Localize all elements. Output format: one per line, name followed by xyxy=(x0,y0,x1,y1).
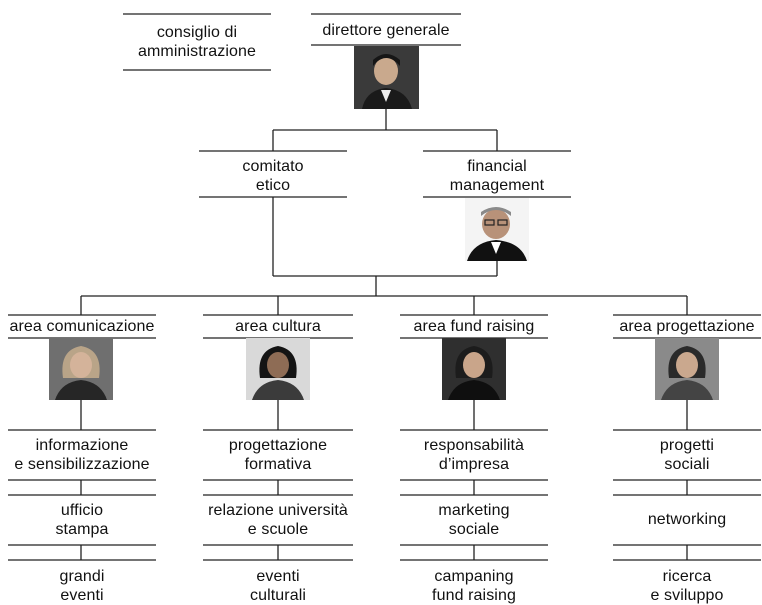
area-photo xyxy=(442,338,506,400)
unit-label-line1: campaning xyxy=(434,568,514,585)
unit-label: relazione università e scuole xyxy=(203,501,353,539)
unit-label-line1: ufficio xyxy=(60,502,104,519)
unit-label-line2: sociali xyxy=(664,456,710,473)
board-label-line2: amministrazione xyxy=(138,43,256,60)
unit-label-line1: informazione xyxy=(35,437,129,454)
unit-label-line2: culturali xyxy=(249,587,307,604)
unit-label-line1: responsabilità xyxy=(423,437,525,454)
unit-label-line1: progettazione xyxy=(228,437,328,454)
unit-label-line1: eventi xyxy=(256,568,300,585)
unit-label-line2: sociale xyxy=(448,521,500,538)
area-title: area fund raising xyxy=(413,318,535,335)
area-title: area progettazione xyxy=(619,318,755,335)
area-title: area cultura xyxy=(235,318,321,335)
unit-label: grandi eventi xyxy=(8,567,156,605)
unit-label-line2: fund raising xyxy=(432,587,516,604)
area-title: area comunicazione xyxy=(9,318,155,335)
area-photo xyxy=(49,338,113,400)
unit-label: marketing sociale xyxy=(400,501,548,539)
unit-label-line1: grandi xyxy=(59,568,105,585)
unit-label-line1: progetti xyxy=(659,437,715,454)
ethics-label-line2: etico xyxy=(255,177,291,194)
unit-label-line2: eventi xyxy=(60,587,104,604)
unit-label: ufficio stampa xyxy=(8,501,156,539)
area-photo xyxy=(246,338,310,400)
finance-label: financial management xyxy=(423,157,571,195)
ethics-label: comitato etico xyxy=(199,157,347,195)
finance-photo xyxy=(465,198,529,261)
unit-label: responsabilità d’impresa xyxy=(400,436,548,474)
area-photo xyxy=(655,338,719,400)
unit-label-line2: e sviluppo xyxy=(650,587,724,604)
finance-label-line1: financial xyxy=(467,158,527,175)
unit-label: progetti sociali xyxy=(613,436,761,474)
unit-label-line2: e sensibilizzazione xyxy=(14,456,150,473)
unit-label: ricerca e sviluppo xyxy=(613,567,761,605)
board-label: consiglio di amministrazione xyxy=(123,23,271,61)
board-label-line1: consiglio di xyxy=(156,24,238,41)
unit-label-line1: relazione università xyxy=(208,502,348,519)
unit-label: campaning fund raising xyxy=(400,567,548,605)
unit-label-line2: e scuole xyxy=(247,521,309,538)
unit-label-line2: stampa xyxy=(55,521,109,538)
unit-label-line1: ricerca xyxy=(662,568,712,585)
unit-label-line1: marketing xyxy=(438,502,510,519)
unit-label: progettazione formativa xyxy=(203,436,353,474)
unit-label: informazione e sensibilizzazione xyxy=(8,436,156,474)
ethics-label-line1: comitato xyxy=(242,158,304,175)
unit-label: networking xyxy=(613,510,761,529)
director-title: direttore generale xyxy=(322,22,450,39)
unit-label-line2: d’impresa xyxy=(438,456,510,473)
unit-label-line1: networking xyxy=(647,511,727,528)
director-photo xyxy=(354,46,419,109)
unit-label: eventi culturali xyxy=(203,567,353,605)
unit-label-line2: formativa xyxy=(244,456,312,473)
finance-label-line2: management xyxy=(449,177,545,194)
